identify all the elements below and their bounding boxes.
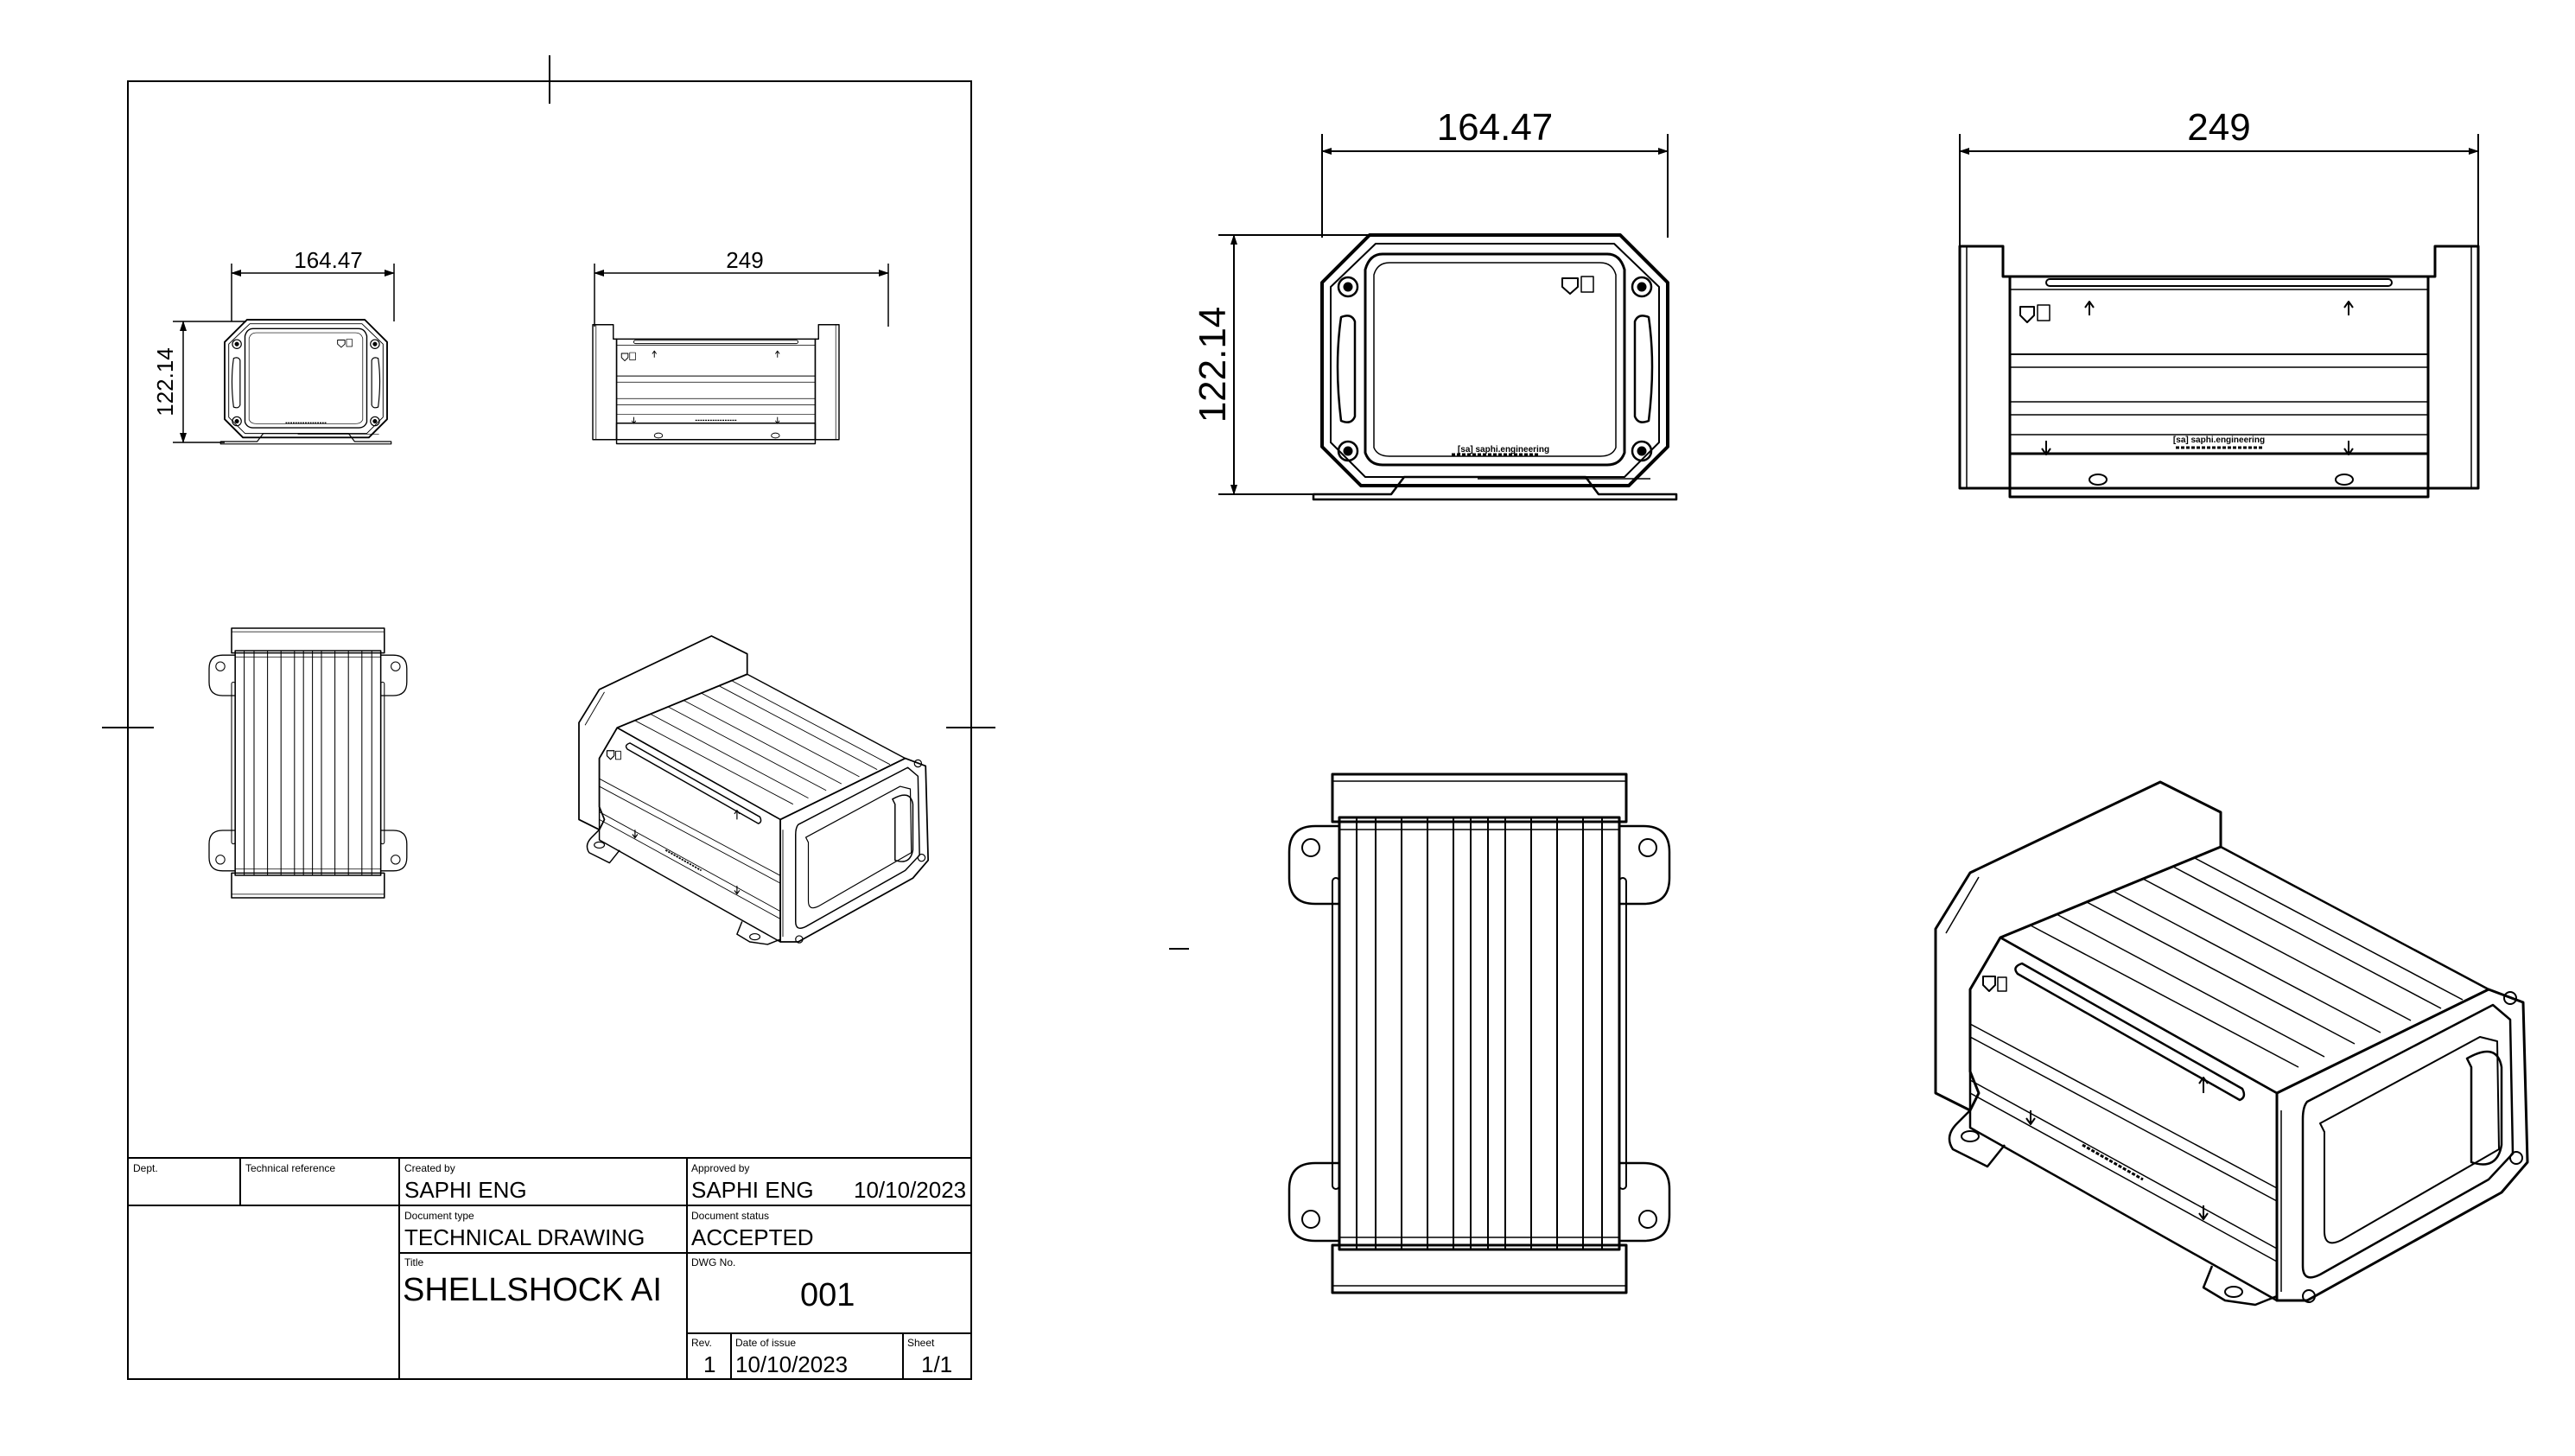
sheet-front-width-dimension	[231, 264, 395, 321]
large-front-view	[1312, 233, 1678, 501]
large-front-width-dimension	[1321, 134, 1669, 238]
sheet-iso-view	[578, 635, 930, 945]
sheet-front-height-dimension	[173, 321, 246, 443]
document-status-label: Document status	[691, 1210, 770, 1222]
sheet-side-view	[592, 324, 840, 445]
large-side-view	[1958, 245, 2480, 499]
dwg-no-value: 001	[800, 1277, 855, 1313]
approved-date-value: 10/10/2023	[854, 1177, 967, 1203]
technical-reference-label: Technical reference	[245, 1162, 336, 1174]
document-type-value: TECHNICAL DRAWING	[404, 1224, 645, 1250]
sheet-side-length-label: 249	[726, 247, 763, 273]
approved-by-label: Approved by	[691, 1162, 750, 1174]
drawing-title: SHELLSHOCK AI	[403, 1272, 662, 1308]
large-front-height-dimension	[1218, 234, 1370, 495]
sheet-front-width-label: 164.47	[294, 247, 363, 273]
rev-label: Rev.	[691, 1337, 712, 1349]
approved-by-value: SAPHI ENG	[691, 1177, 814, 1203]
dwg-no-label: DWG No.	[691, 1256, 736, 1268]
rev-value: 1	[703, 1351, 716, 1377]
large-iso-view	[1934, 780, 2529, 1307]
date-of-issue-label: Date of issue	[735, 1337, 797, 1349]
sheet-frame	[102, 55, 995, 1380]
large-front-brand-text: [sa] saphi.engineering	[1458, 445, 1549, 455]
large-top-view	[1288, 773, 1671, 1294]
sheet-side-length-dimension	[594, 264, 889, 327]
dept-label: Dept.	[133, 1162, 158, 1174]
document-type-label: Document type	[404, 1210, 474, 1222]
large-front-height-label: 122.14	[1192, 307, 1234, 423]
large-side-brand-text: [sa] saphi.engineering	[2173, 436, 2265, 445]
large-side-length-dimension	[1959, 134, 2479, 246]
title-block-grid	[128, 1157, 971, 1379]
large-front-width-label: 164.47	[1437, 106, 1554, 149]
sheet-front-view	[219, 319, 392, 445]
title-label: Title	[404, 1256, 424, 1268]
date-of-issue-value: 10/10/2023	[735, 1351, 849, 1377]
created-by-label: Created by	[404, 1162, 455, 1174]
sheet-top-view	[208, 627, 408, 899]
document-status-value: ACCEPTED	[691, 1224, 814, 1250]
sheet-value: 1/1	[921, 1351, 953, 1377]
created-by-value: SAPHI ENG	[404, 1177, 527, 1203]
sheet-label: Sheet	[907, 1337, 935, 1349]
sheet-front-height-label: 122.14	[152, 347, 178, 416]
large-side-length-label: 249	[2187, 106, 2250, 149]
